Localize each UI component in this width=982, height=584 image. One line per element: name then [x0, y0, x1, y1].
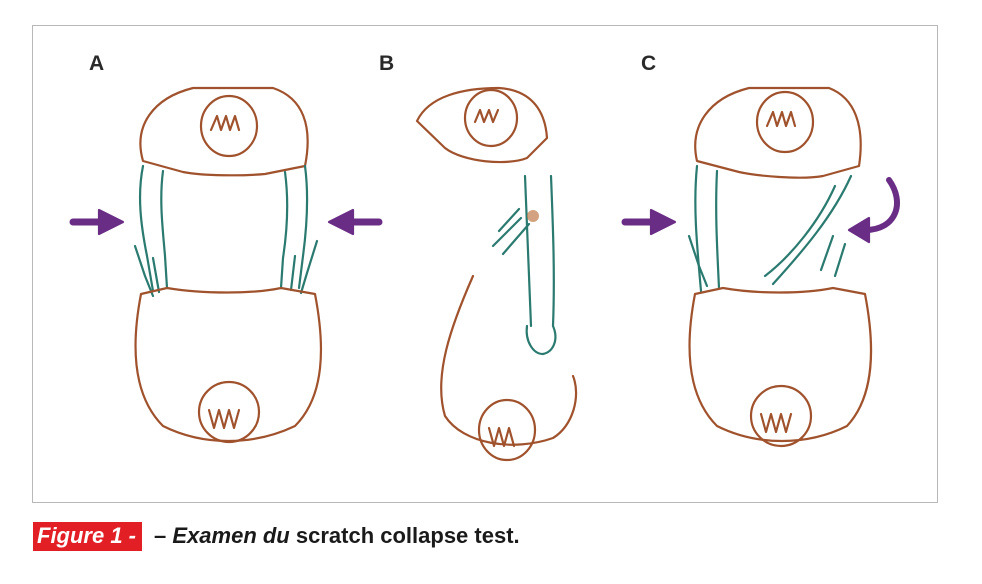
panel-b-drawing — [415, 86, 578, 462]
scratch-collapse-illustration — [69, 86, 900, 462]
caption-italic: Examen du — [172, 523, 290, 548]
panel-a-drawing — [69, 86, 383, 444]
caption-text: – Examen du scratch collapse test. — [154, 523, 520, 549]
caption-tag: Figure 1 - — [33, 521, 143, 551]
figure-frame: A B C — [32, 25, 938, 503]
caption-dash: – — [154, 523, 173, 548]
panel-label-b: B — [379, 52, 395, 75]
panel-label-a: A — [89, 52, 105, 75]
panel-c-drawing — [621, 86, 900, 448]
figure-caption: Figure 1 - – Examen du scratch collapse … — [33, 520, 520, 552]
caption-rest: scratch collapse test. — [289, 523, 520, 548]
panel-label-c: C — [641, 52, 657, 75]
